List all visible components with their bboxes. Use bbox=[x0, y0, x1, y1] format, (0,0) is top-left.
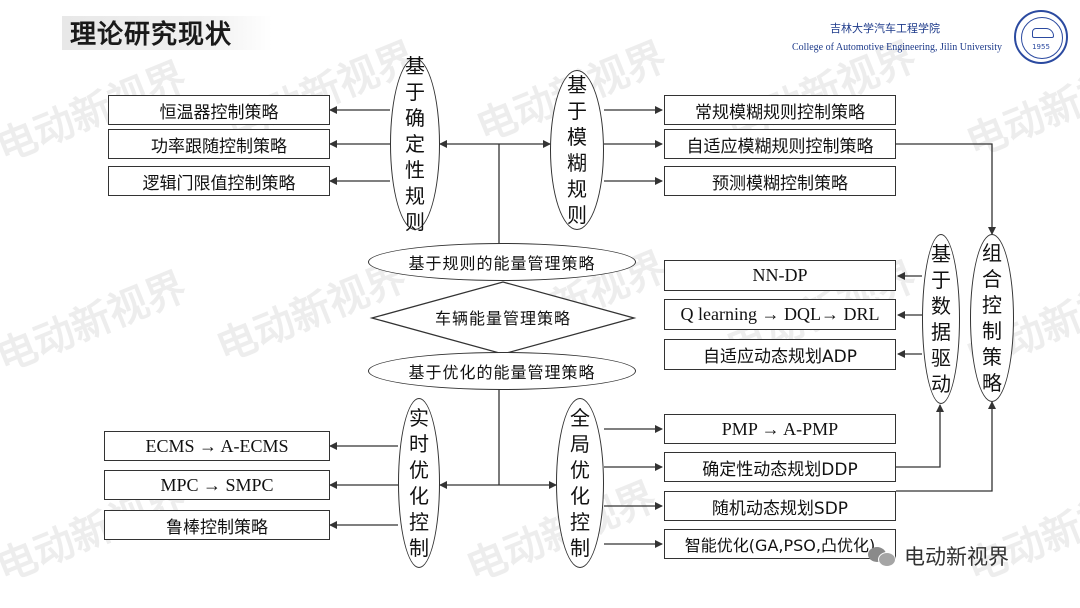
source-badge: 电动新视界 bbox=[868, 541, 1009, 571]
power-follow-strategy-box: 功率跟随控制策略 bbox=[108, 129, 330, 159]
university-name-cn: 吉林大学汽车工程学院 bbox=[830, 22, 940, 35]
conventional-fuzzy-box: 常规模糊规则控制策略 bbox=[664, 95, 896, 125]
rule-based-ellipse: 基于规则的能量管理策略 bbox=[368, 243, 636, 281]
realtime-optimization-ellipse: 实时优化控制 bbox=[398, 398, 440, 568]
global-optimization-label: 全局优化控制 bbox=[570, 406, 590, 560]
combined-strategy-label: 组合控制策略 bbox=[982, 241, 1002, 395]
thermostat-strategy-box: 恒温器控制策略 bbox=[108, 95, 330, 125]
sdp-box: 随机动态规划SDP bbox=[664, 491, 896, 521]
source-badge-text: 电动新视界 bbox=[904, 545, 1009, 569]
wechat-icon bbox=[868, 545, 898, 567]
deterministic-rule-label: 基于确定性规则 bbox=[405, 54, 425, 234]
robust-control-box: 鲁棒控制策略 bbox=[104, 510, 330, 540]
pmp-box: PMP → A-PMP bbox=[664, 414, 896, 444]
data-driven-ellipse: 基于数据驱动 bbox=[922, 234, 960, 404]
data-driven-label: 基于数据驱动 bbox=[931, 242, 951, 396]
ddp-box: 确定性动态规划DDP bbox=[664, 452, 896, 482]
deterministic-rule-ellipse: 基于确定性规则 bbox=[390, 54, 440, 234]
page-title: 理论研究现状 bbox=[70, 20, 233, 50]
global-optimization-ellipse: 全局优化控制 bbox=[556, 398, 604, 568]
fuzzy-rule-ellipse: 基于模糊规则 bbox=[550, 70, 604, 230]
adaptive-fuzzy-box: 自适应模糊规则控制策略 bbox=[664, 129, 896, 159]
seal-year: 1955 bbox=[1032, 43, 1050, 51]
car-icon bbox=[1032, 28, 1054, 38]
fuzzy-rule-label: 基于模糊规则 bbox=[567, 73, 587, 227]
title-highlight bbox=[62, 16, 272, 50]
combined-strategy-ellipse: 组合控制策略 bbox=[970, 234, 1014, 402]
realtime-optimization-label: 实时优化控制 bbox=[409, 406, 429, 560]
optimization-based-ellipse: 基于优化的能量管理策略 bbox=[368, 352, 636, 390]
ecms-box: ECMS → A-ECMS bbox=[104, 431, 330, 461]
nn-dp-box: NN-DP bbox=[664, 260, 896, 291]
center-diamond-label: 车辆能量管理策略 bbox=[434, 309, 571, 328]
intelligent-optimization-box: 智能优化(GA,PSO,凸优化) bbox=[664, 529, 896, 559]
predictive-fuzzy-box: 预测模糊控制策略 bbox=[664, 166, 896, 196]
logic-threshold-strategy-box: 逻辑门限值控制策略 bbox=[108, 166, 330, 196]
adp-box: 自适应动态规划ADP bbox=[664, 339, 896, 370]
university-seal-icon: 1955 bbox=[1014, 10, 1068, 64]
university-name-en: College of Automotive Engineering, Jilin… bbox=[792, 42, 1002, 53]
q-learning-box: Q learning → DQL→ DRL bbox=[664, 299, 896, 330]
mpc-box: MPC → SMPC bbox=[104, 470, 330, 500]
